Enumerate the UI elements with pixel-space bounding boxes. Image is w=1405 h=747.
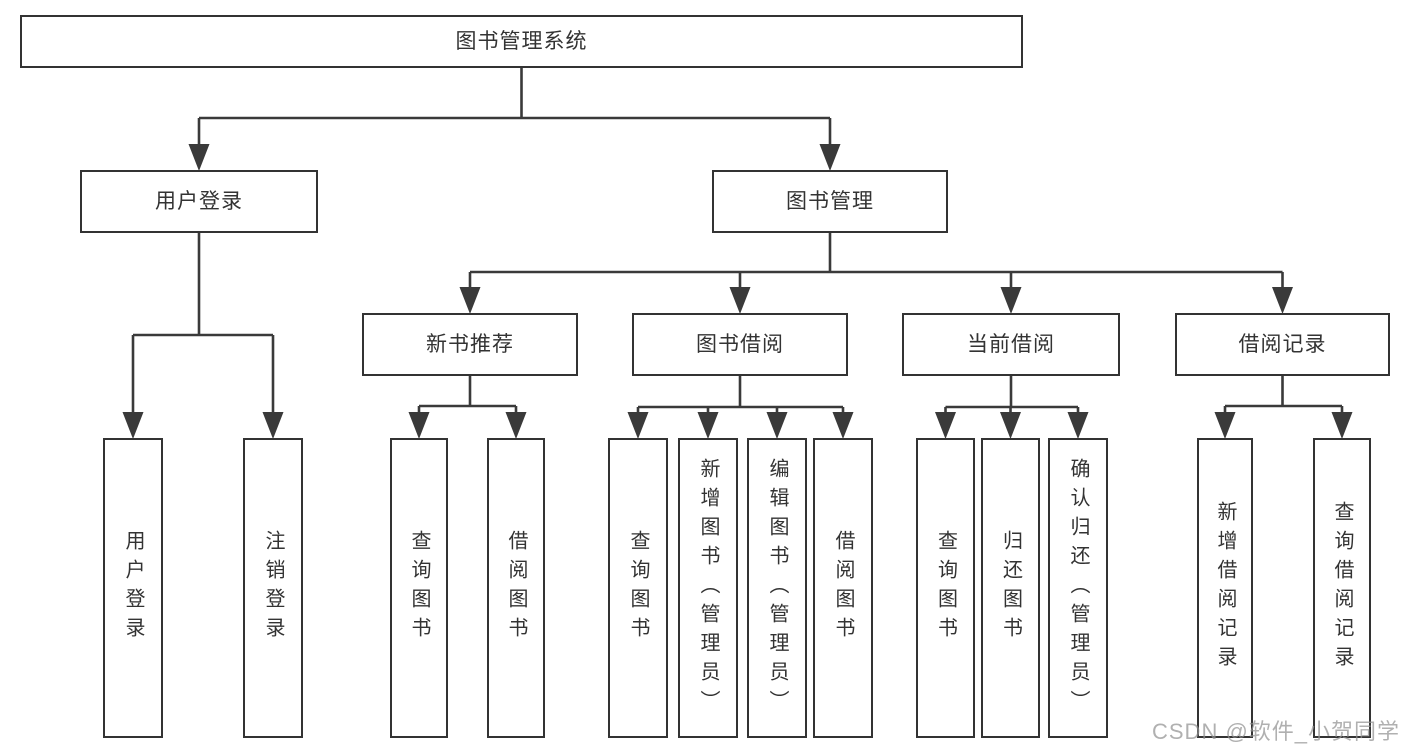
arrowheads-from-new-book-rec (408, 412, 527, 439)
node-leaf-cb-confirm-label: 确认归还（管理员） (1067, 457, 1089, 719)
node-current-borrow-label: 当前借阅 (967, 333, 1055, 356)
node-leaf-bb-edit: 编辑图书（管理员） (747, 438, 807, 738)
node-leaf-bb-edit-label: 编辑图书（管理员） (766, 457, 788, 719)
node-leaf-br-query-label: 查询借阅记录 (1331, 501, 1353, 675)
arrowheads-from-user-login (122, 412, 284, 439)
node-leaf-rec-borrow: 借阅图书 (487, 438, 545, 738)
node-leaf-br-add-label: 新增借阅记录 (1214, 501, 1236, 675)
node-leaf-br-add: 新增借阅记录 (1197, 438, 1253, 738)
connector-from-current-borrow (944, 376, 1080, 418)
arrowheads-from-current-borrow (935, 412, 1089, 439)
node-book-mgmt-label: 图书管理 (786, 190, 874, 213)
node-leaf-user-login: 用户登录 (103, 438, 163, 738)
connector-from-new-book-rec (417, 376, 518, 418)
node-new-book-rec-label: 新书推荐 (426, 333, 514, 356)
node-leaf-cb-return-label: 归还图书 (999, 530, 1022, 646)
node-borrow-records: 借阅记录 (1175, 313, 1390, 376)
watermark-text: CSDN @软件_小贺同学 (1152, 719, 1401, 744)
node-leaf-user-login-label: 用户登录 (122, 530, 144, 646)
arrowheads-from-book-borrow (627, 412, 854, 439)
node-leaf-rec-query-label: 查询图书 (408, 530, 430, 646)
node-leaf-rec-borrow-label: 借阅图书 (505, 530, 527, 646)
node-current-borrow: 当前借阅 (902, 313, 1120, 376)
connector-from-book-borrow (636, 376, 845, 418)
node-leaf-cb-query-label: 查询图书 (934, 530, 957, 646)
node-leaf-cb-query: 查询图书 (916, 438, 975, 738)
connector-from-borrow-records (1223, 376, 1344, 418)
node-borrow-records-label: 借阅记录 (1238, 333, 1327, 356)
node-root-label: 图书管理系统 (455, 30, 588, 53)
node-book-borrow-label: 图书借阅 (696, 333, 784, 356)
node-book-mgmt: 图书管理 (712, 170, 948, 233)
connector-from-root (197, 68, 832, 150)
node-leaf-bb-query-label: 查询图书 (627, 530, 649, 646)
arrowheads-from-borrow-records (1214, 412, 1353, 439)
node-leaf-bb-add: 新增图书（管理员） (678, 438, 738, 738)
node-leaf-bb-borrow: 借阅图书 (813, 438, 873, 738)
connector-from-user-login (131, 233, 275, 418)
node-leaf-bb-borrow-label: 借阅图书 (832, 530, 854, 646)
connector-from-book-mgmt (468, 233, 1284, 293)
node-leaf-logout: 注销登录 (243, 438, 303, 738)
node-leaf-br-query: 查询借阅记录 (1313, 438, 1371, 738)
arrowheads-from-root (188, 144, 841, 171)
node-leaf-logout-label: 注销登录 (262, 530, 284, 646)
node-leaf-cb-confirm: 确认归还（管理员） (1048, 438, 1108, 738)
node-user-login-label: 用户登录 (155, 190, 243, 213)
node-new-book-rec: 新书推荐 (362, 313, 578, 376)
node-book-borrow: 图书借阅 (632, 313, 848, 376)
node-leaf-cb-return: 归还图书 (981, 438, 1040, 738)
node-root: 图书管理系统 (20, 15, 1023, 68)
node-user-login: 用户登录 (80, 170, 318, 233)
node-leaf-bb-add-label: 新增图书（管理员） (697, 457, 719, 719)
arrowheads-from-book-mgmt (459, 287, 1293, 314)
node-leaf-rec-query: 查询图书 (390, 438, 448, 738)
node-leaf-bb-query: 查询图书 (608, 438, 668, 738)
